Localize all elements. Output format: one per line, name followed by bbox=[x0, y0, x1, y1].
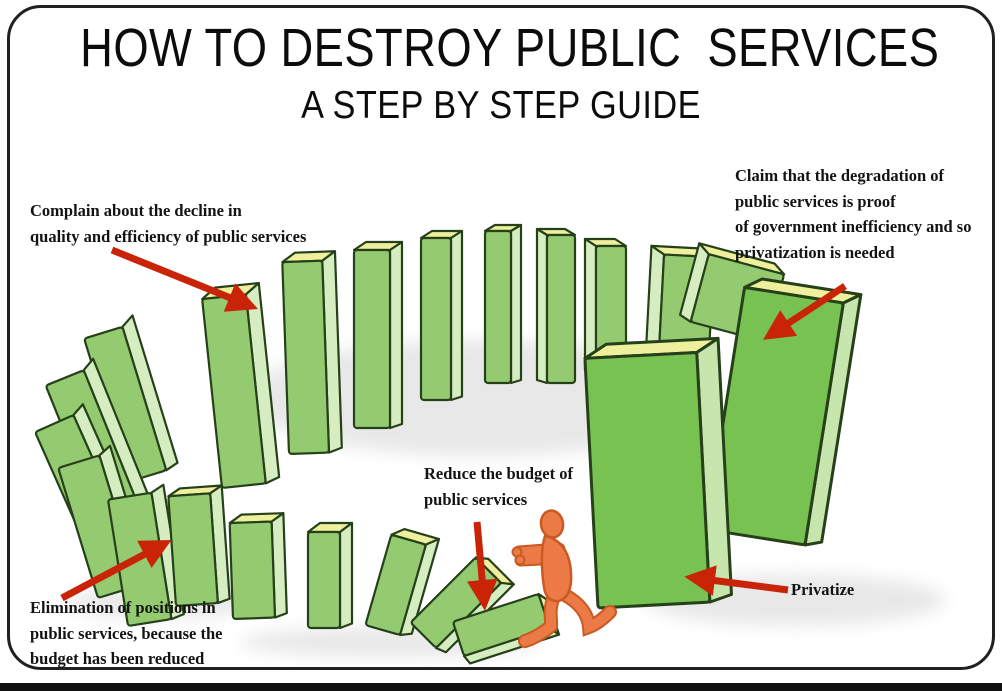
claim-arrow bbox=[762, 283, 847, 340]
complain-arrow bbox=[110, 246, 258, 312]
pusher-figure bbox=[511, 509, 617, 648]
domino-standing-2 bbox=[281, 250, 343, 455]
domino-standing-6 bbox=[535, 227, 577, 385]
privatize-arrow bbox=[684, 565, 789, 596]
domino-standing-5 bbox=[483, 223, 523, 385]
large-domino-back bbox=[705, 277, 863, 547]
domino-standing-4 bbox=[419, 229, 464, 402]
domino-standing-left-1 bbox=[167, 484, 231, 607]
annotation-reduce: Reduce the budget of public services bbox=[424, 464, 573, 509]
domino-standing-bottom bbox=[306, 521, 354, 630]
domino-tipping-1 bbox=[365, 527, 441, 637]
annotation-claim: Claim that the degradation of public ser… bbox=[735, 166, 972, 262]
domino-standing-1 bbox=[201, 281, 281, 489]
page-title: HOW TO DESTROY PUBLIC SERVICES bbox=[80, 18, 940, 78]
eliminate-arrow bbox=[60, 539, 172, 602]
reduce-arrow bbox=[466, 521, 498, 611]
annotation-complain: Complain about the decline in quality an… bbox=[30, 201, 307, 246]
annotation-eliminate: Elimination of positions in public servi… bbox=[30, 598, 223, 668]
domino-standing-3 bbox=[352, 240, 404, 430]
page-subtitle: A STEP BY STEP GUIDE bbox=[301, 84, 701, 127]
domino-standing-left-2 bbox=[228, 512, 288, 620]
annotation-privatize: Privatize bbox=[791, 580, 855, 599]
bottom-edge-bar bbox=[0, 683, 1002, 691]
large-domino-front bbox=[583, 336, 733, 610]
